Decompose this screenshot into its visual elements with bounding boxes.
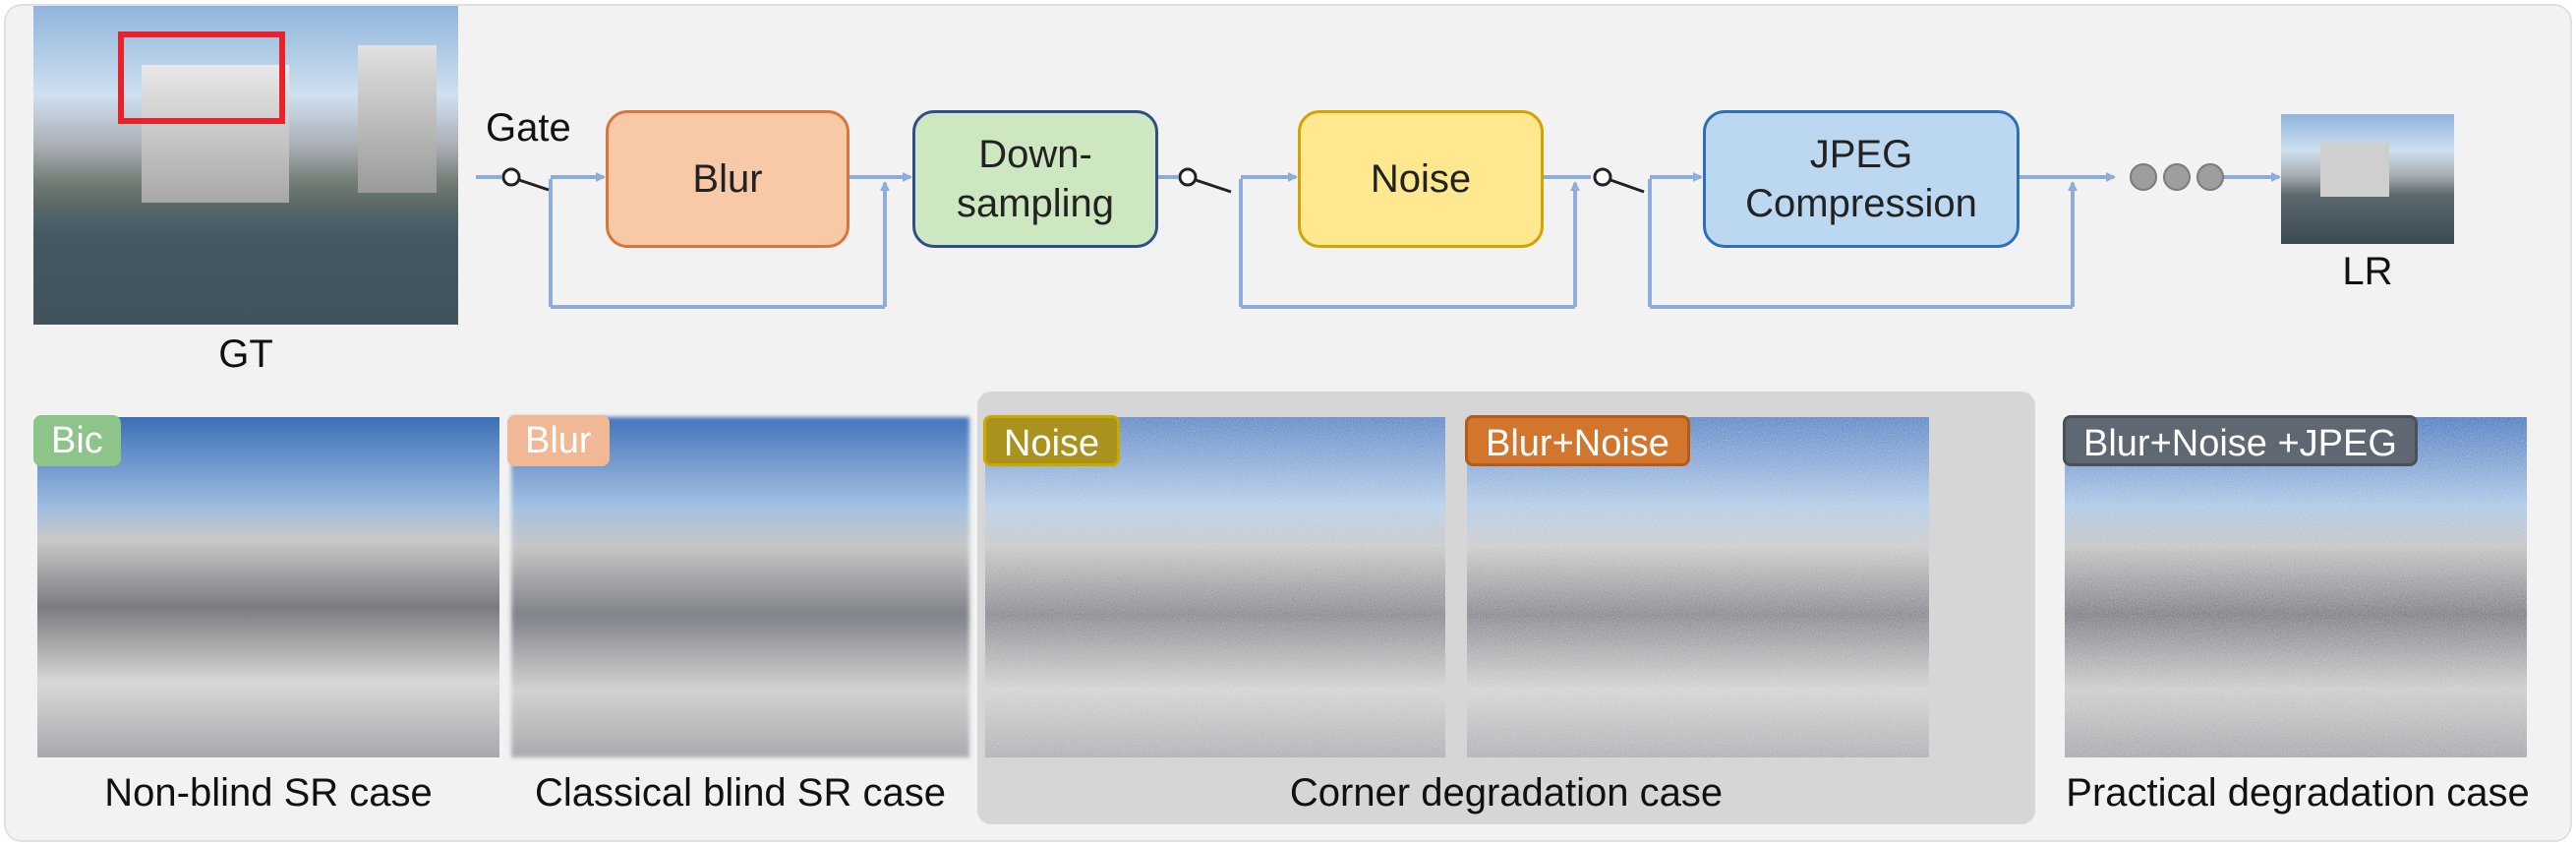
blur-tag: Blur [507, 415, 610, 466]
crop-highlight [118, 31, 285, 124]
blur-block: Blur [606, 110, 849, 248]
noise-image [985, 417, 1445, 757]
blur-noise-jpeg-image [2065, 417, 2527, 757]
gate-label: Gate [486, 106, 571, 150]
corner-caption: Corner degradation case [1289, 771, 1724, 815]
bic-tag: Bic [33, 415, 121, 466]
blur-noise-image [1467, 417, 1929, 757]
lr-image [2281, 114, 2454, 244]
classical-blind-caption: Classical blind SR case [535, 771, 946, 815]
downsampling-block: Down- sampling [912, 110, 1158, 248]
noise-block: Noise [1298, 110, 1544, 248]
noise-tag: Noise [983, 415, 1121, 466]
continuation-dots [2130, 163, 2224, 191]
non-blind-caption: Non-blind SR case [104, 771, 433, 815]
blur-image [511, 417, 969, 757]
jpeg-block: JPEG Compression [1703, 110, 2020, 248]
blur-noise-jpeg-tag: Blur+Noise +JPEG [2063, 415, 2418, 466]
bic-image [37, 417, 499, 757]
gate-switch [501, 167, 1645, 194]
gt-label: GT [218, 332, 273, 376]
blur-noise-tag: Blur+Noise [1465, 415, 1690, 466]
gt-image [33, 6, 458, 325]
lr-label: LR [2342, 250, 2393, 293]
practical-caption: Practical degradation case [2066, 771, 2530, 815]
